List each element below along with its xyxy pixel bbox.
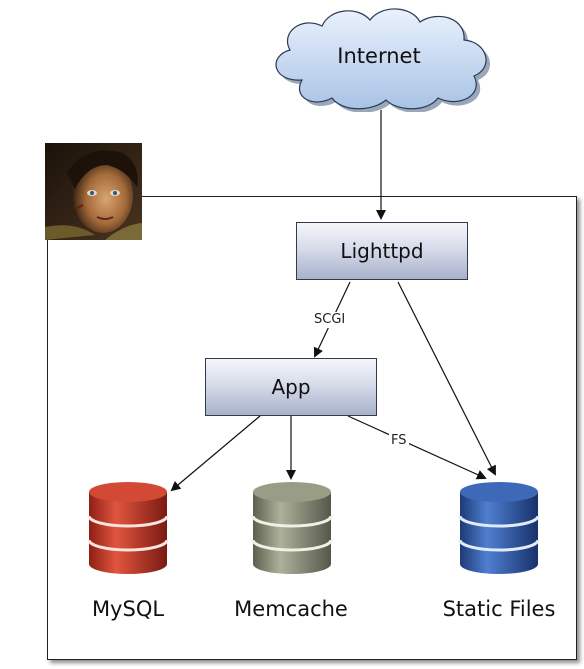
edge-label-fs: FS [389,433,409,449]
mysql-label: MySQL [91,597,165,621]
memcache-label: Memcache [234,597,348,621]
app-node: App [205,358,377,416]
avatar [45,143,142,240]
memcache-database-icon [251,482,333,574]
edge-label-scgi: SCGI [312,312,348,328]
edge-lighttpd-static-files [397,281,496,476]
mysql-database-icon [87,482,169,574]
edge-app-mysql [170,415,261,492]
static-files-label: Static Files [442,597,556,621]
lighttpd-node: Lighttpd [296,222,468,280]
lighttpd-label: Lighttpd [340,239,424,263]
internet-label: Internet [337,44,421,68]
edge-app-static-files [347,415,487,480]
avatar-photo-icon [45,143,142,240]
app-label: App [271,375,311,399]
static-files-database-icon [458,482,540,574]
internet-cloud-icon [275,8,490,112]
